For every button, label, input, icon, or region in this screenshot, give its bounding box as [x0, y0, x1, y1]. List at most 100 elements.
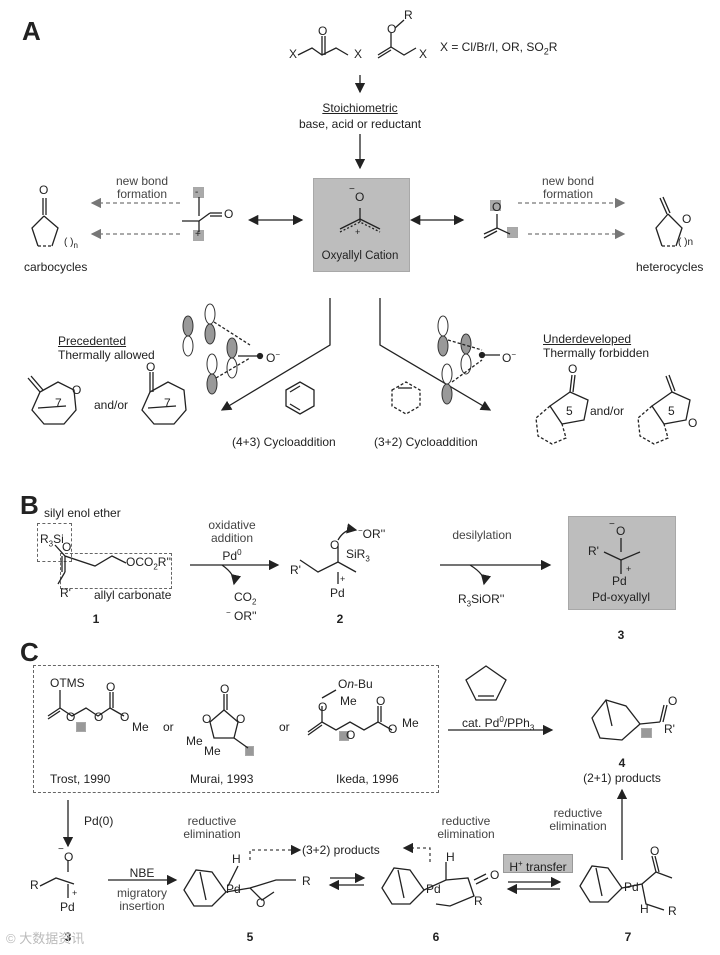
cpd6-r: R — [474, 894, 483, 908]
murai-highlight — [245, 746, 254, 756]
pd-oxyallyl-pd: Pd — [612, 574, 627, 588]
ring5b-o: O — [688, 416, 698, 430]
allyl-carbonate-dash-box — [60, 553, 172, 589]
r-prime-b3: R' — [588, 544, 599, 558]
c-cpd3-o: O — [64, 850, 74, 864]
allyl-carbonate-label: allyl carbonate — [94, 588, 172, 602]
oxyallyl-cation-label: Oxyallyl Cation — [321, 250, 399, 262]
minus-charge-square-right — [490, 200, 501, 211]
pd-oxyallyl-minus: − — [609, 519, 615, 530]
cyclo-32-label: (3+2) Cycloaddition — [374, 435, 478, 449]
watermark-logo-icon: © — [6, 931, 16, 946]
carbonyl-o-top-1: O — [318, 24, 328, 38]
red-elim-2-line1: reductive — [441, 814, 491, 828]
h-transfer-badge: H+ transfer — [503, 854, 573, 874]
desilylation-label: desilylation — [452, 528, 512, 542]
compound-7-label: 7 — [624, 930, 632, 944]
enol-ether-skeleton — [377, 46, 417, 56]
cpd5-r: R — [302, 874, 311, 888]
x-label-3: X — [419, 47, 428, 61]
cpd5-pd: Pd — [226, 882, 241, 896]
or-minus-attack: −OR'' — [358, 526, 386, 541]
cpd7-pd: Pd — [624, 880, 639, 894]
ring7b-number: 7 — [164, 396, 171, 410]
orbital-o-left: O− — [266, 350, 281, 365]
cpd6-h: H — [446, 850, 455, 864]
silyl-enol-dash-box — [37, 523, 72, 562]
products-32-label: (3+2) products — [302, 843, 380, 857]
new-bond-right-line2: formation — [542, 187, 594, 201]
migratory-line1: migratory — [116, 886, 168, 900]
murai-citation: Murai, 1993 — [190, 772, 254, 786]
stoichiometric-title: Stoichiometric — [322, 101, 398, 115]
dihaloketone-skeleton — [297, 47, 349, 56]
cpd2-sir3: SiR3 — [346, 547, 370, 564]
cpd7-o: O — [650, 844, 660, 858]
compound-5-label: 5 — [246, 930, 254, 944]
ikeda-citation: Ikeda, 1996 — [336, 772, 399, 786]
ether-r: R — [404, 8, 413, 22]
x-label-2: X — [354, 47, 363, 61]
c-cpd3-pd: Pd — [60, 900, 75, 914]
cpd6-pd: Pd — [426, 882, 441, 896]
product4-r-prime: R' — [664, 722, 675, 736]
nbe-label: NBE — [129, 866, 155, 880]
precursor-dash-box — [33, 665, 439, 793]
trost-o3: O — [106, 680, 116, 694]
and-or-left: and/or — [94, 398, 129, 412]
section-label-c: C — [20, 637, 39, 667]
orbital-o-right: O− — [502, 350, 517, 365]
murai-me1: Me — [186, 734, 203, 748]
new-bond-left-line2: formation — [116, 187, 168, 201]
cpd5-h: H — [232, 852, 241, 866]
thermally-forbidden-label: Thermally forbidden — [543, 346, 650, 360]
underdeveloped-label: Underdeveloped — [543, 332, 632, 346]
and-or-right: and/or — [590, 404, 625, 418]
c-cpd3-r: R — [30, 878, 39, 892]
pd-oxyallyl-box — [568, 516, 676, 610]
otms-label: OTMS — [50, 676, 85, 690]
pd-oxyallyl-label: Pd-oxyallyl — [591, 590, 651, 604]
compound-3-c-label: 3 — [64, 930, 72, 944]
or-separator-2: or — [279, 720, 290, 734]
murai-o3: O — [236, 712, 246, 726]
compound-1-label: 1 — [92, 612, 100, 626]
product4-highlight — [641, 728, 652, 738]
ikeda-o1: O — [318, 700, 328, 714]
ikeda-me1: Me — [340, 694, 357, 708]
r-prime-b1: R' — [60, 586, 71, 600]
section-label-b: B — [20, 490, 39, 520]
r3sior-label: R3SiOR'' — [458, 592, 505, 609]
cpd2-o: O — [330, 538, 340, 552]
carbocycle-n: ( )n — [64, 237, 78, 250]
carbocycle-o: O — [39, 183, 49, 197]
or-separator-1: or — [163, 720, 174, 734]
cpd7-r: R — [668, 904, 677, 918]
oxidative-addition-line2: addition — [210, 531, 254, 545]
compound-2-label: 2 — [336, 612, 344, 626]
red-elim-1-line2: elimination — [183, 827, 241, 841]
compound-4-label: 4 — [618, 756, 626, 770]
minus-sign-left: - — [195, 187, 199, 198]
c-cpd3-plus: + — [72, 888, 78, 898]
plus-sign-left: + — [195, 229, 201, 240]
silyl-enol-ether-label: silyl enol ether — [44, 506, 121, 520]
x-definition: X = Cl/Br/I, OR, SO2R — [440, 40, 558, 57]
ring5b-number: 5 — [668, 404, 675, 418]
cpd5-o: O — [256, 896, 266, 910]
ring5a-number: 5 — [566, 404, 573, 418]
oxyallyl-plus: + — [355, 227, 361, 237]
precedented-label: Precedented — [58, 334, 127, 348]
r-prime-b2: R' — [290, 563, 301, 577]
heterocycle-o: O — [682, 212, 692, 226]
ikeda-o2: O — [346, 728, 356, 742]
murai-o2: O — [202, 712, 212, 726]
ikeda-o3: O — [376, 694, 386, 708]
pd-oxyallyl-plus: + — [626, 564, 632, 574]
products-21-label: (2+1) products — [583, 771, 661, 785]
trost-me: Me — [132, 720, 149, 734]
trost-o1: O — [66, 710, 76, 724]
pd0-c-label: Pd(0) — [84, 814, 114, 828]
onbu-label: On-Bu — [338, 677, 373, 691]
